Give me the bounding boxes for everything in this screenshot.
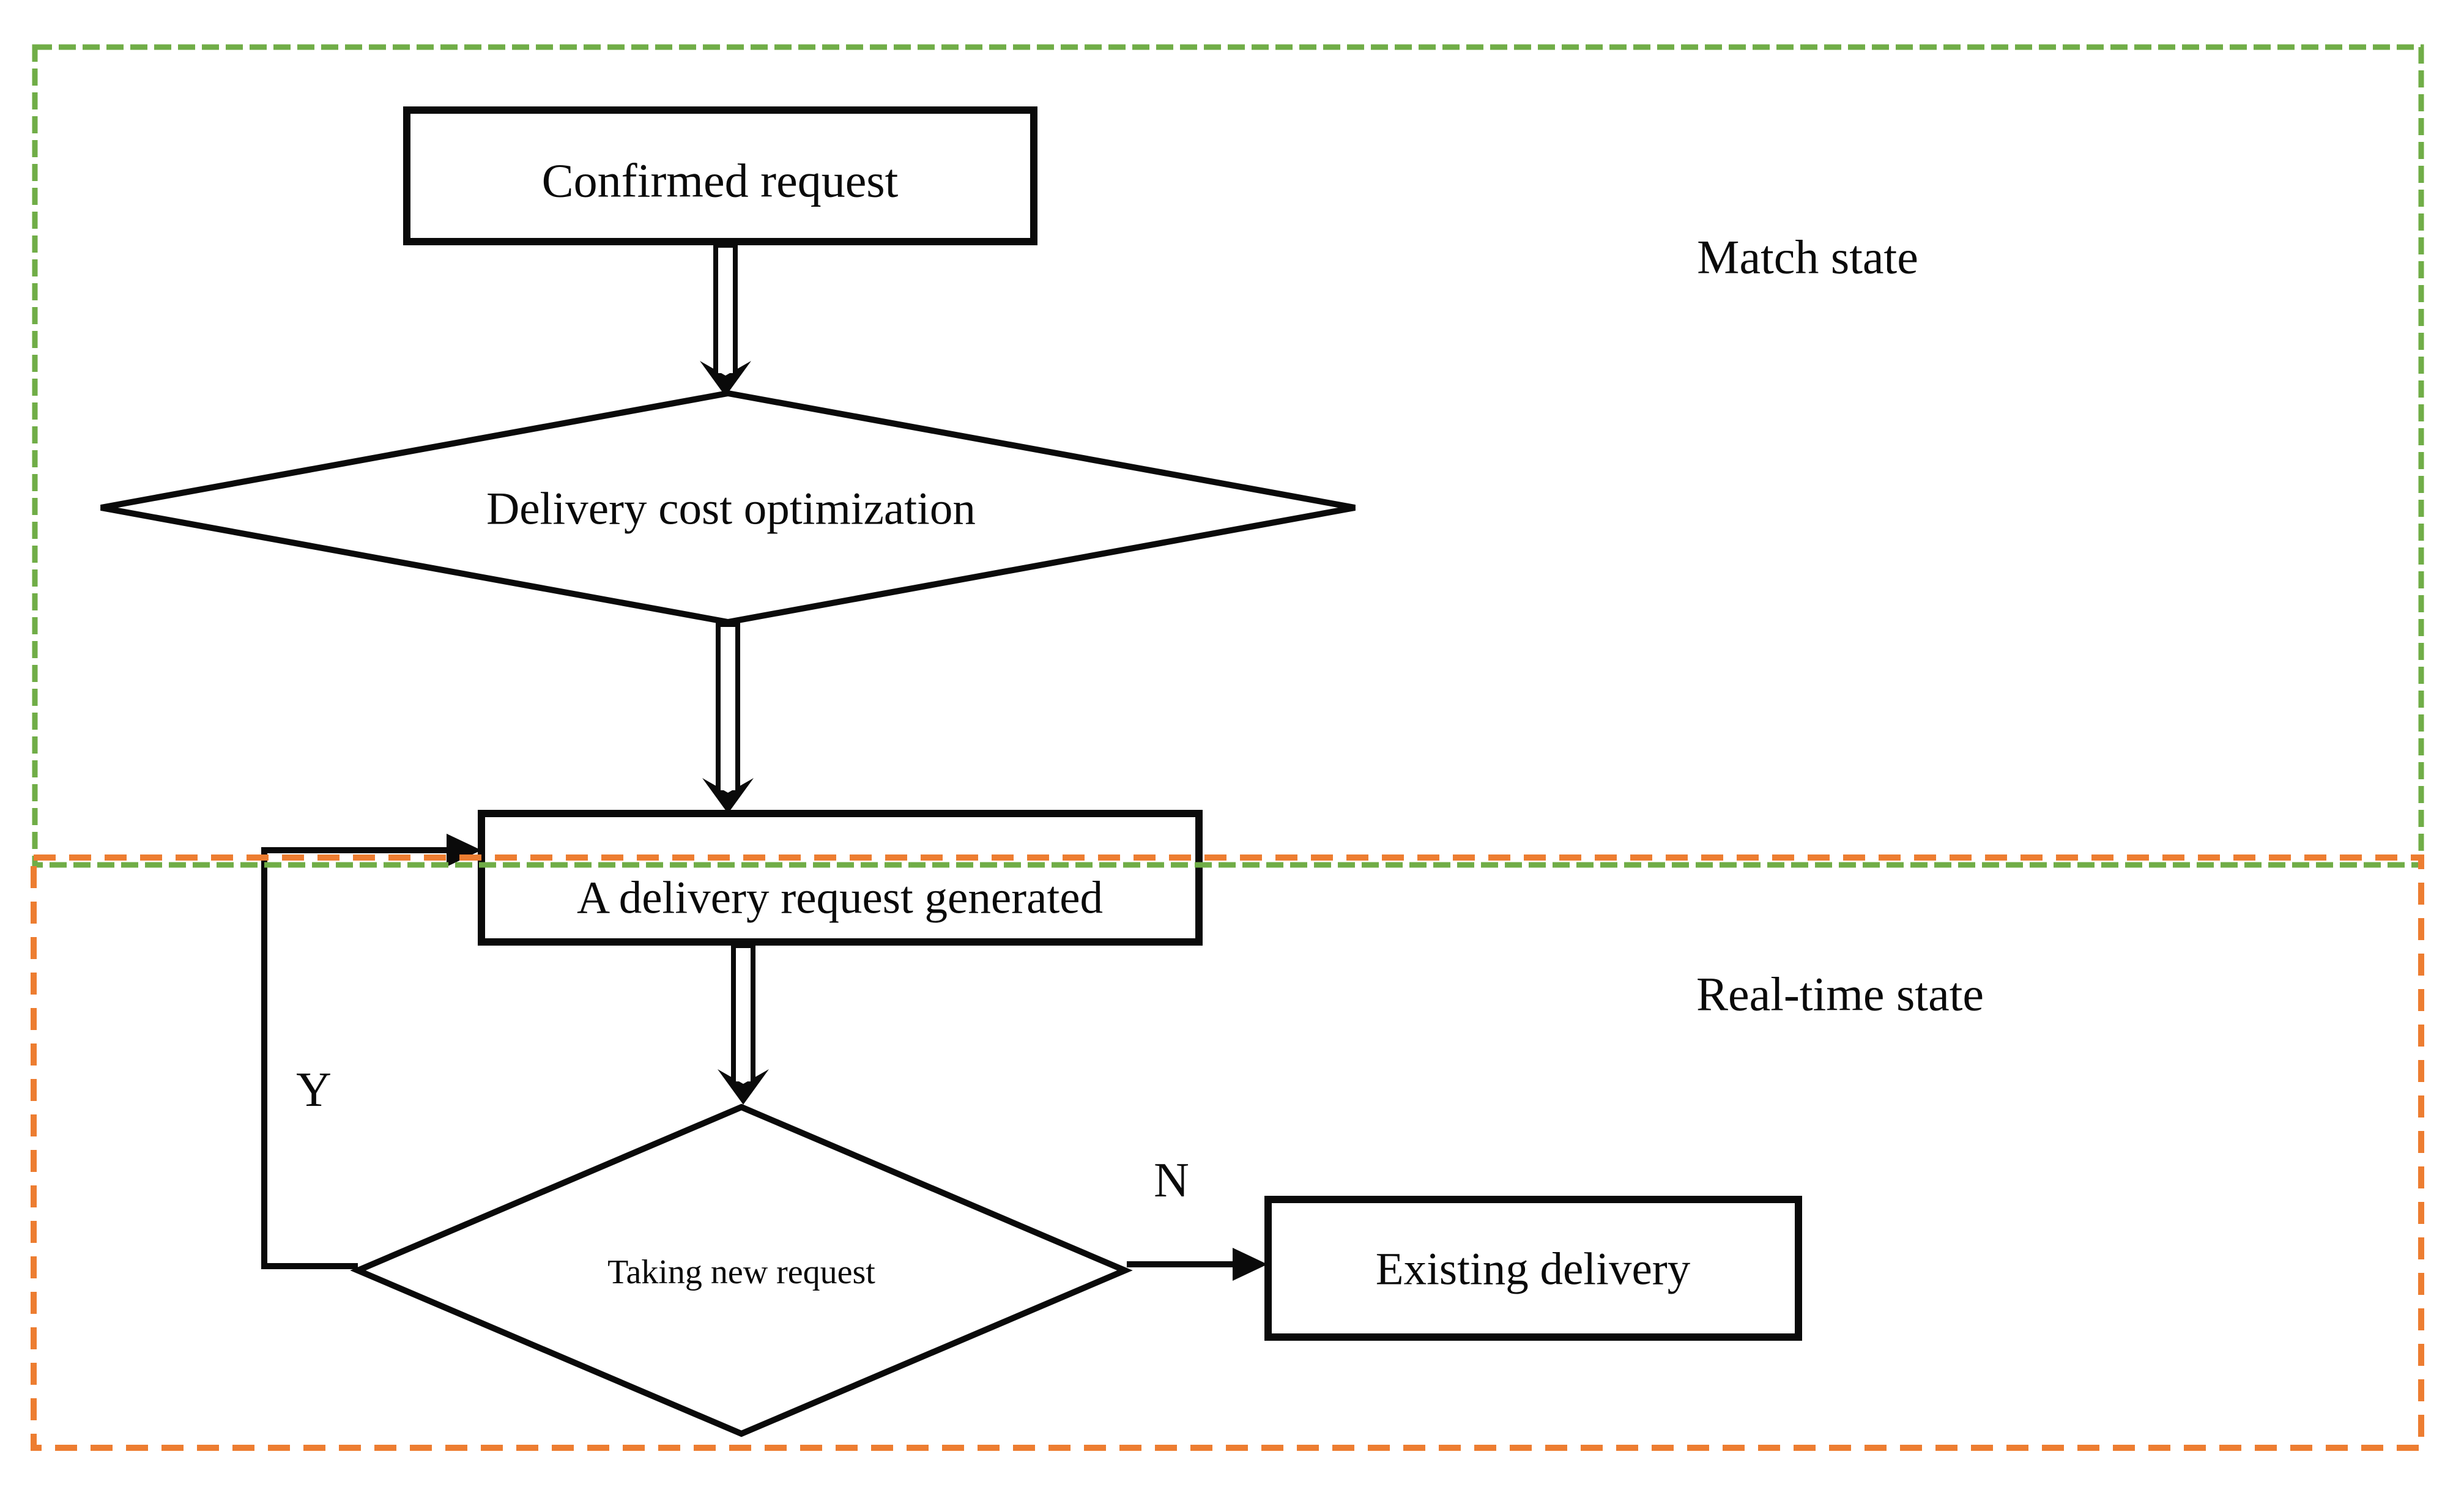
- yes-branch-label: Y: [296, 1063, 332, 1117]
- node-confirmed-request: Confirmed request: [403, 106, 1037, 245]
- node-delivery-cost-optimization: Delivery cost optimization: [100, 390, 1356, 626]
- node-label: Confirmed request: [542, 154, 899, 207]
- node-label: Taking new request: [607, 1253, 875, 1291]
- arrow-shaft: [713, 243, 738, 373]
- process-box: [1264, 1196, 1802, 1341]
- yes-loop-line: [261, 847, 450, 1269]
- region-match-state: Match state: [32, 44, 2424, 868]
- decision-diamond: [350, 1103, 1133, 1437]
- node-delivery-request-generated: A delivery request generated: [478, 810, 1203, 946]
- arrow-shaft: [716, 622, 740, 790]
- region-real-time-state: Real-time state: [31, 854, 2424, 1451]
- edge-yes-loop: [261, 834, 481, 1269]
- no-branch-label: N: [1154, 1154, 1189, 1207]
- node-label: Delivery cost optimization: [486, 484, 976, 535]
- arrow-head-down-icon: [702, 778, 754, 814]
- process-box: [478, 810, 1203, 946]
- match-state-label: Match state: [1697, 231, 1918, 284]
- process-box: [403, 106, 1037, 245]
- decision-diamond: [100, 390, 1356, 626]
- node-taking-new-request: Taking new request: [350, 1103, 1133, 1437]
- edge-no: [1127, 1248, 1267, 1281]
- real-time-state-border: [31, 854, 2424, 1451]
- node-label: Existing delivery: [1376, 1244, 1691, 1295]
- match-state-border: [32, 44, 2424, 868]
- arrow-head-down-icon: [700, 361, 751, 396]
- arrow-head-down-icon: [718, 1069, 769, 1105]
- node-label: A delivery request generated: [577, 873, 1103, 924]
- real-time-state-label: Real-time state: [1696, 968, 1984, 1021]
- node-existing-delivery: Existing delivery: [1264, 1196, 1802, 1341]
- arrow-shaft: [731, 943, 755, 1081]
- arrow-head-right-icon: [1233, 1248, 1267, 1281]
- arrow-head-right-icon: [447, 834, 481, 867]
